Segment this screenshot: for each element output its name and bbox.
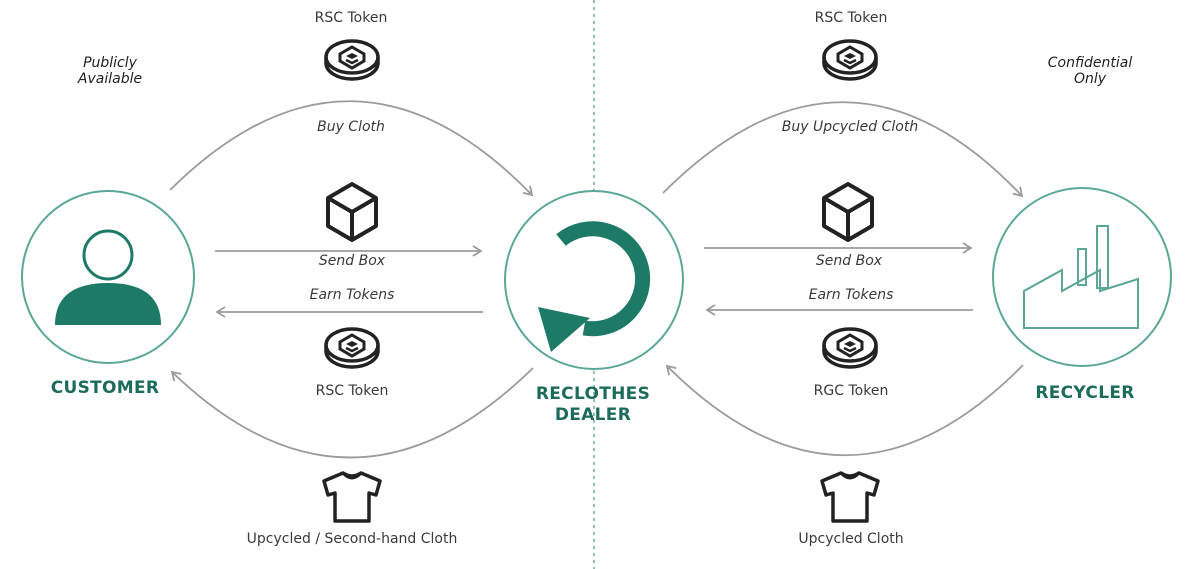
rsc-token-icon-bottom-left (324, 327, 380, 369)
recycler-label: RECYCLER (1035, 383, 1135, 403)
arc-return-upcycled (665, 364, 1024, 457)
arc-return-cloth (170, 367, 534, 459)
rgc-token-icon (822, 327, 878, 369)
dealer-label-line-1: RECLOTHES (535, 384, 651, 404)
send-box-left-label: Send Box (318, 253, 386, 269)
public-note-line-1: Publicly (83, 55, 137, 71)
buy-cloth-label: Buy Cloth (317, 119, 385, 135)
confidential-note: Confidential Only (1048, 55, 1132, 87)
arc-buy-upcycled (662, 101, 1024, 198)
arc-buy-cloth (169, 100, 534, 197)
left-top-token-label: RSC Token (314, 10, 388, 26)
person-icon (82, 229, 134, 281)
right-top-token-label: RSC Token (814, 10, 888, 26)
public-note-line-2: Available (77, 71, 143, 87)
upcycled-second-hand-label: Upcycled / Second-hand Cloth (246, 531, 458, 547)
customer-node (21, 190, 195, 364)
public-note: Publicly Available (78, 55, 142, 87)
shirt-icon-right (820, 471, 880, 523)
upcycled-cloth-label: Upcycled Cloth (798, 531, 904, 547)
recycle-arrow-icon (556, 221, 651, 337)
rgc-token-label: RGC Token (813, 383, 889, 399)
customer-label: CUSTOMER (50, 378, 160, 398)
confidential-note-line-1: Confidential (1047, 55, 1133, 71)
send-box-right-label: Send Box (815, 253, 883, 269)
dealer-label: RECLOTHES DEALER (536, 384, 650, 426)
recycler-node (992, 187, 1172, 367)
dealer-label-line-2: DEALER (554, 405, 632, 425)
left-return-token-label: RSC Token (315, 383, 389, 399)
rsc-token-icon-top-left (324, 39, 380, 81)
dealer-node (504, 190, 684, 370)
box-icon-left (326, 182, 378, 242)
shirt-icon-left (322, 471, 382, 523)
buy-upcycled-label: Buy Upcycled Cloth (781, 119, 919, 135)
earn-tokens-right-label: Earn Tokens (808, 287, 894, 303)
box-icon-right (822, 182, 874, 242)
factory-icon (1023, 225, 1139, 329)
rsc-token-icon-top-right (822, 39, 878, 81)
earn-tokens-left-label: Earn Tokens (309, 287, 395, 303)
confidential-note-line-2: Only (1073, 71, 1107, 87)
